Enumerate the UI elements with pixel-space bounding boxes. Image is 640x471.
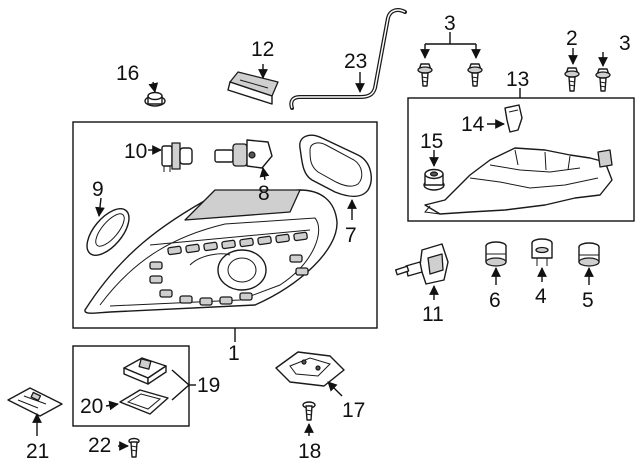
screw-2 <box>564 67 580 92</box>
callout-15: 15 <box>420 130 443 153</box>
bulb-socket-5 <box>578 242 600 267</box>
callout-5: 5 <box>582 289 594 312</box>
callout-8: 8 <box>258 182 270 205</box>
bezel-ring <box>86 208 130 256</box>
headlamp-assembly-box <box>72 121 378 329</box>
repair-connector <box>123 357 167 385</box>
housing-subassembly-box <box>407 97 635 222</box>
callout-21: 21 <box>26 440 49 463</box>
callout-17: 17 <box>342 399 365 422</box>
retaining-clip <box>504 104 523 133</box>
callout-9: 9 <box>92 178 104 201</box>
bulb-socket <box>214 139 273 169</box>
projector-lens <box>217 249 267 291</box>
hid-bulb <box>394 243 449 285</box>
callout-12: 12 <box>251 38 274 61</box>
gasket-seal <box>299 134 372 197</box>
callout-6: 6 <box>489 289 501 312</box>
callout-14: 14 <box>461 113 485 136</box>
grommet-nut <box>423 168 445 191</box>
callout-7: 7 <box>345 224 357 247</box>
gasket-pad <box>119 389 169 415</box>
callout-10: 10 <box>124 140 147 163</box>
screw-18 <box>302 401 316 421</box>
housing-bracket <box>424 147 613 215</box>
label-plate <box>7 387 63 417</box>
callout-20: 20 <box>80 395 103 418</box>
screw-22 <box>128 437 140 458</box>
callout-3-right: 3 <box>619 32 631 55</box>
screw-3-right <box>595 68 611 92</box>
callout-23: 23 <box>344 50 367 73</box>
callout-2: 2 <box>566 27 578 50</box>
bulb-socket-6 <box>485 241 507 267</box>
callout-3-left: 3 <box>444 12 456 35</box>
screw-3-middle <box>467 63 483 87</box>
drl-segments <box>149 231 309 306</box>
headlamp-assembly <box>84 189 338 314</box>
cover-cap <box>227 71 279 105</box>
cover-plate <box>275 351 345 387</box>
callout-13: 13 <box>506 68 529 91</box>
leader-lines <box>32 32 608 451</box>
halogen-bulb <box>161 142 193 172</box>
callout-22: 22 <box>88 434 111 457</box>
screw-3-left <box>417 63 433 87</box>
push-clip <box>144 91 166 107</box>
callout-16: 16 <box>116 62 139 85</box>
callout-11: 11 <box>422 303 444 326</box>
callout-19: 19 <box>197 374 220 397</box>
callout-1: 1 <box>228 342 240 365</box>
bulb-socket-4 <box>531 238 553 266</box>
repair-kit-box <box>72 345 190 427</box>
callout-4: 4 <box>535 285 547 308</box>
callout-labels: 1 2 3 3 4 5 6 7 8 9 10 11 12 13 14 15 16… <box>26 12 631 463</box>
callout-18: 18 <box>298 440 321 463</box>
